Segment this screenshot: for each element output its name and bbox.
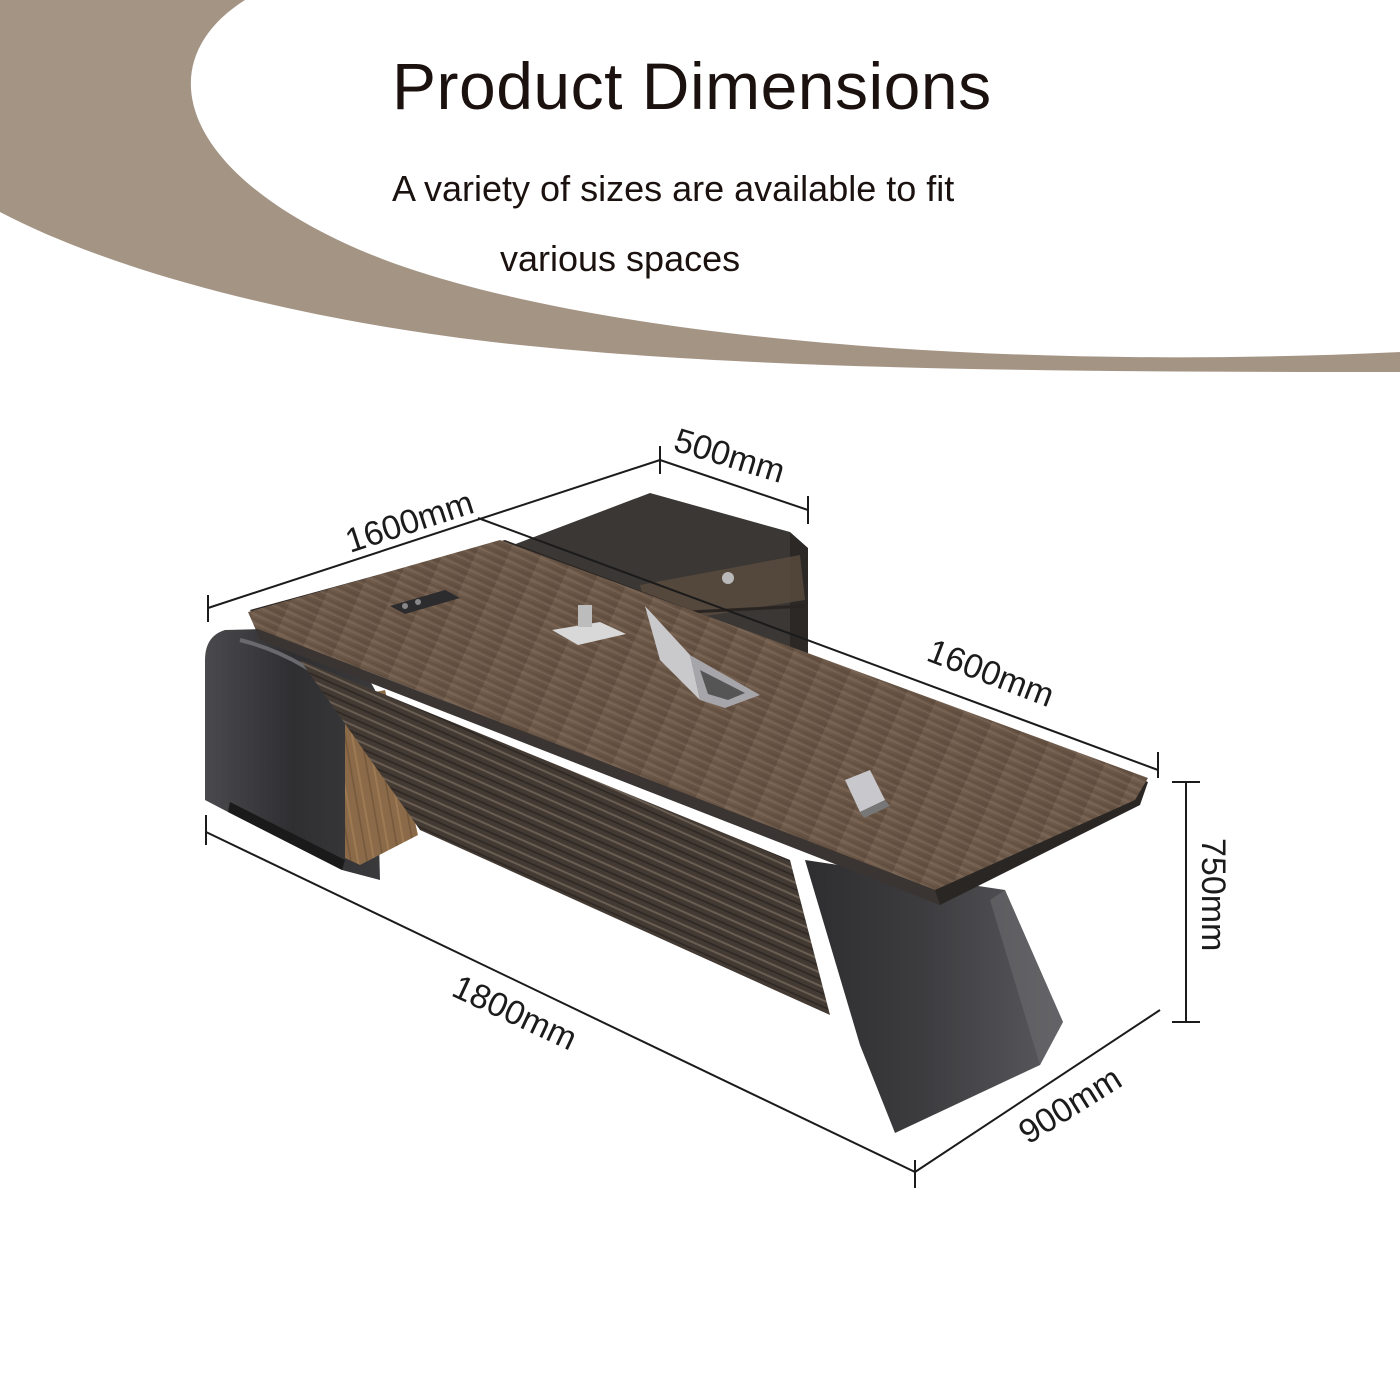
card-holder-icon <box>845 770 885 812</box>
page-title: Product Dimensions <box>392 49 992 123</box>
right-leg <box>805 860 1063 1133</box>
dimension-lines <box>205 446 1200 1188</box>
subtitle-line-1: A variety of sizes are available to fit <box>392 168 955 209</box>
background-curve <box>0 0 1400 372</box>
desk-top <box>248 540 1148 905</box>
dim-label-1800: 1800mm <box>447 968 583 1058</box>
dim-label-500: 500mm <box>670 421 790 490</box>
subtitle-line-2: various spaces <box>500 238 741 279</box>
desk-accessories <box>390 590 890 818</box>
dim-label-1600-back: 1600mm <box>341 484 479 561</box>
dim-label-900: 900mm <box>1012 1059 1128 1151</box>
laptop-icon <box>645 606 700 700</box>
wireless-charger-icon <box>390 590 460 614</box>
nameplate-icon <box>552 622 626 645</box>
front-panel <box>300 660 830 1015</box>
dim-label-1600-right: 1600mm <box>922 632 1059 715</box>
dim-label-750: 750mm <box>1194 838 1232 951</box>
